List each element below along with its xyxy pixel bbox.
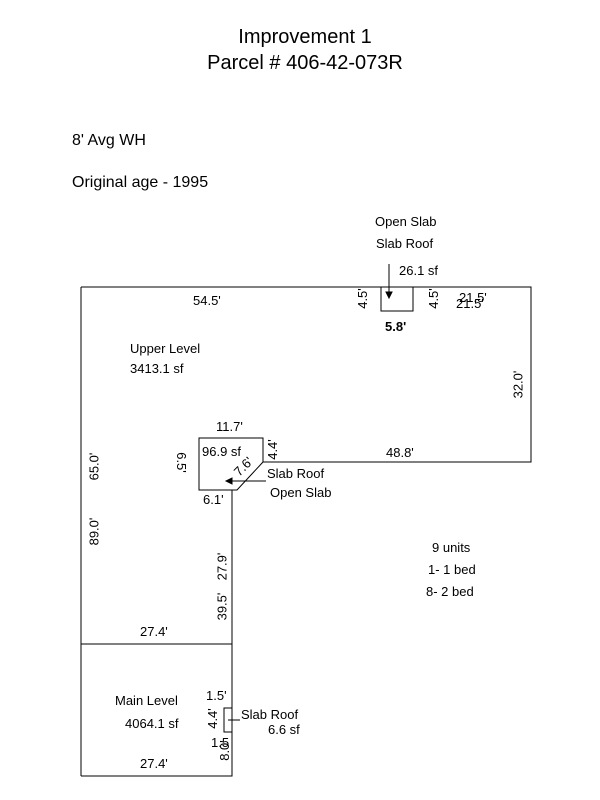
slab-mid-outline — [198, 437, 264, 491]
dim-right: 32.0' — [510, 370, 526, 399]
slab-mid-dim-bottom: 6.1' — [203, 492, 224, 507]
upper-level-area: 3413.1 sf — [130, 361, 184, 376]
slab-roof-label: Slab Roof — [376, 236, 434, 251]
slab-main-dim-top: 1.5' — [206, 688, 227, 703]
slab-main-area: 6.6 sf — [268, 722, 300, 737]
dim-inner-horizontal: 48.8' — [386, 445, 414, 460]
units-two-bed: 8- 2 bed — [426, 584, 474, 599]
parcel-number: Parcel # 406-42-073R — [207, 52, 403, 74]
dim-inner-vertical-upper: 27.9' — [214, 552, 230, 581]
open-slab-dim-right: 4.5' — [425, 288, 441, 309]
original-age-note: Original age - 1995 — [72, 174, 209, 191]
dim-left-total: 89.0' — [86, 517, 102, 546]
slab-mid-open-label: Open Slab — [270, 485, 332, 500]
slab-main-dim-bottom: 1.5 — [211, 735, 230, 750]
units-count: 9 units — [432, 540, 471, 555]
dim-upper-bottom: 27.4' — [140, 624, 168, 639]
main-level-outline — [81, 644, 233, 777]
upper-level-name: Upper Level — [130, 341, 201, 356]
page-title: Improvement 1 — [238, 26, 372, 48]
dim-inner-vertical-lower: 39.5' — [214, 592, 230, 621]
dim-left-upper: 65.0' — [86, 452, 102, 481]
open-slab-dim-bottom: 5.8' — [385, 319, 407, 334]
slab-main-roof-label: Slab Roof — [241, 707, 299, 722]
open-slab-area: 26.1 sf — [399, 263, 439, 278]
open-slab-dim-left: 4.5' — [354, 288, 370, 309]
slab-mid-roof-label: Slab Roof — [267, 466, 325, 481]
slab-mid-dim-right: 4.4' — [264, 439, 280, 460]
units-one-bed: 1- 1 bed — [428, 562, 476, 577]
open-slab-label: Open Slab — [375, 214, 437, 229]
upper-level-outline — [81, 286, 532, 463]
open-slab-top-outline — [380, 287, 414, 312]
dim-top: 54.5' — [193, 293, 221, 308]
wall-height-note: 8' Avg WH — [72, 132, 146, 149]
main-level-name: Main Level — [115, 693, 178, 708]
slab-mid-area: 96.9 sf — [202, 444, 242, 459]
slab-mid-dim-left: 6.5' — [173, 452, 189, 473]
dim-main-right: 8.0' — [216, 740, 232, 761]
dim-top-right-b: 21.5' — [456, 296, 484, 311]
main-level-area: 4064.1 sf — [125, 716, 179, 731]
dim-main-bottom: 27.4' — [140, 756, 168, 771]
dim-top-right-a: 21.5' — [459, 290, 487, 305]
slab-main-dim-left: 4.4' — [204, 708, 220, 729]
slab-mid-dim-top: 11.7' — [216, 419, 243, 434]
